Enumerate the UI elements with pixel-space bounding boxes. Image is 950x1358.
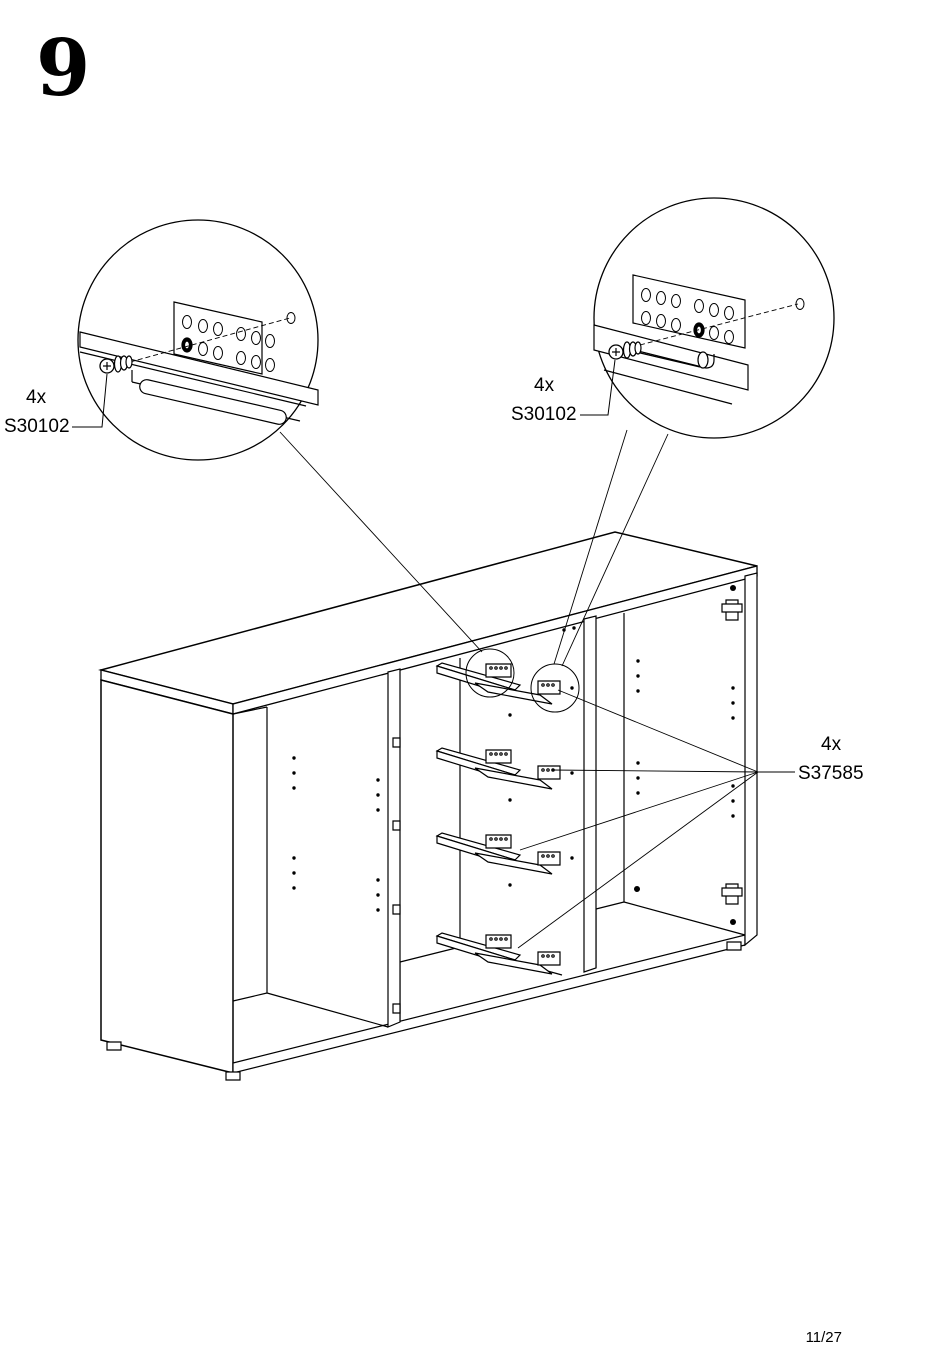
hinge bbox=[722, 600, 742, 904]
left-side-panel bbox=[101, 680, 233, 1073]
left-partition bbox=[388, 669, 400, 1027]
detail-view-left bbox=[72, 220, 318, 460]
drawer-runner bbox=[437, 933, 560, 974]
right-side-panel bbox=[745, 573, 757, 945]
foot bbox=[226, 1072, 240, 1080]
drawer-runner bbox=[437, 748, 560, 789]
cabinet-top bbox=[101, 532, 757, 704]
detail-view-right bbox=[580, 198, 834, 438]
drawer-runner bbox=[437, 833, 560, 874]
foot bbox=[727, 942, 741, 950]
foot bbox=[107, 1042, 121, 1050]
cabinet bbox=[101, 532, 757, 1080]
right-partition bbox=[584, 616, 596, 972]
drawer-runner bbox=[437, 663, 560, 704]
